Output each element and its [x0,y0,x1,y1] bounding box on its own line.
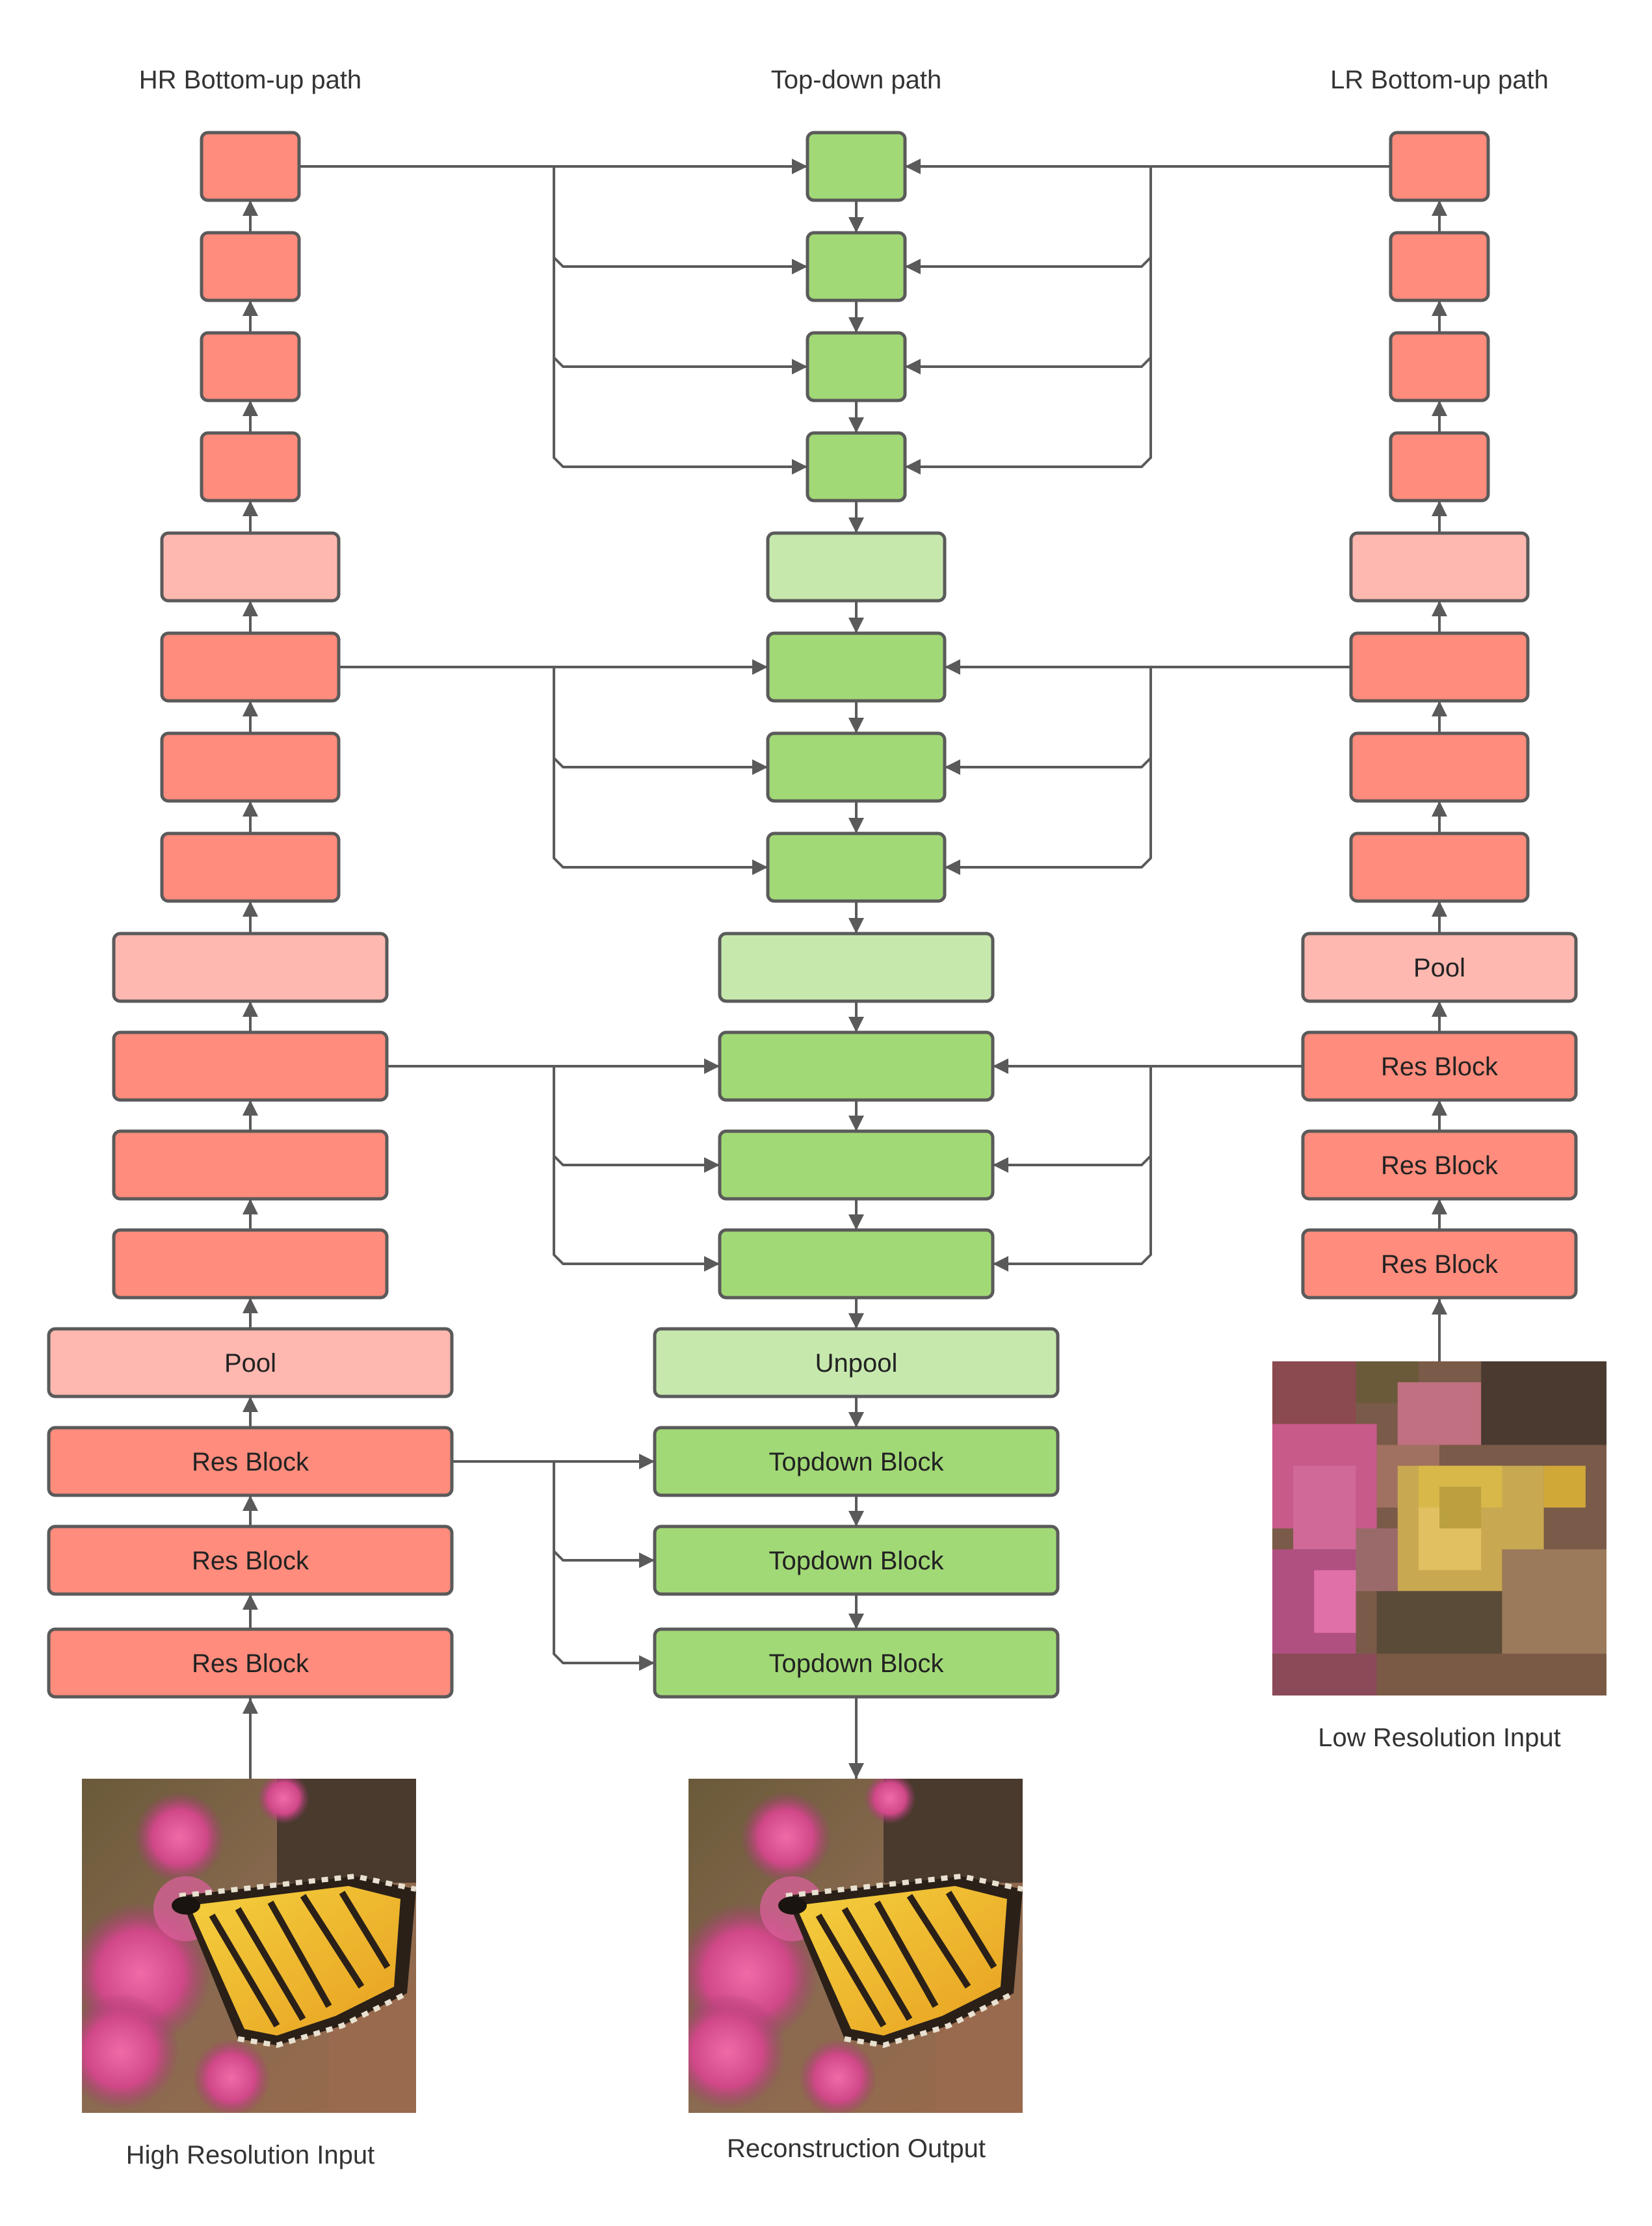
lr-block-6 [1349,731,1530,803]
hr-input-caption: High Resolution Input [126,2141,374,2169]
hr-block-8 [112,932,389,1003]
topdown-block-8 [718,932,995,1003]
lr-input-image [1272,1361,1606,1696]
hr-block-15: Res Block [47,1627,454,1699]
topdown-block-15-label: Topdown Block [768,1649,944,1678]
hr-block-11 [112,1228,389,1300]
topdown-block-14: Topdown Block [653,1525,1060,1596]
hr-block-1 [200,231,301,302]
topdown-block-2 [806,331,907,402]
hr-block-3 [200,431,301,503]
hr-block-2 [200,331,301,402]
topdown-block-10 [718,1129,995,1201]
lr-block-11-label: Res Block [1381,1250,1499,1279]
hr-block-0 [200,131,301,202]
lr-block-8: Pool [1301,932,1578,1003]
lr-block-4 [1349,531,1530,603]
topdown-block-0 [806,131,907,202]
lr-block-11: Res Block [1301,1228,1578,1300]
hr-block-14-label: Res Block [192,1547,309,1575]
lr-block-8-label: Pool [1413,954,1465,982]
hr-block-4 [160,531,341,603]
topdown-block-7 [766,831,947,903]
lr-block-10: Res Block [1301,1129,1578,1201]
lr-path-header: LR Bottom-up path [1330,66,1549,94]
topdown-block-3 [806,431,907,503]
hr-input-image [62,1772,416,2117]
topdown-block-13-label: Topdown Block [768,1448,944,1476]
topdown-block-1 [806,231,907,302]
lr-block-3 [1389,431,1490,503]
hr-block-13-label: Res Block [192,1448,309,1476]
topdown-block-6 [766,731,947,803]
reconstruction-output-caption: Reconstruction Output [727,2134,986,2163]
hr-block-12-label: Pool [224,1349,276,1378]
lr-block-9: Res Block [1301,1030,1578,1102]
hr-block-13: Res Block [47,1426,454,1497]
hr-path-header: HR Bottom-up path [139,66,361,94]
reconstruction-output-image [669,1772,1023,2117]
topdown-block-9 [718,1030,995,1102]
lr-block-10-label: Res Block [1381,1151,1499,1180]
topdown-block-5 [766,631,947,703]
hr-block-9 [112,1030,389,1102]
hr-block-15-label: Res Block [192,1649,309,1678]
connector-lines [243,159,1447,1779]
topdown-block-14-label: Topdown Block [768,1547,944,1575]
hr-block-7 [160,831,341,903]
lr-block-7 [1349,831,1530,903]
hr-block-5 [160,631,341,703]
lr-block-1 [1389,231,1490,302]
lr-block-0 [1389,131,1490,202]
lr-block-2 [1389,331,1490,402]
hr-block-14: Res Block [47,1525,454,1596]
lr-block-5 [1349,631,1530,703]
lr-input-caption: Low Resolution Input [1318,1723,1561,1752]
hr-block-12: Pool [47,1327,454,1398]
topdown-block-12-label: Unpool [815,1349,898,1378]
hr-block-6 [160,731,341,803]
topdown-block-15: Topdown Block [653,1627,1060,1699]
topdown-block-13: Topdown Block [653,1426,1060,1497]
topdown-block-12: Unpool [653,1327,1060,1398]
topdown-path-header: Top-down path [771,66,941,94]
hr-block-10 [112,1129,389,1201]
lr-block-9-label: Res Block [1381,1053,1499,1081]
topdown-block-4 [766,531,947,603]
topdown-block-11 [718,1228,995,1300]
